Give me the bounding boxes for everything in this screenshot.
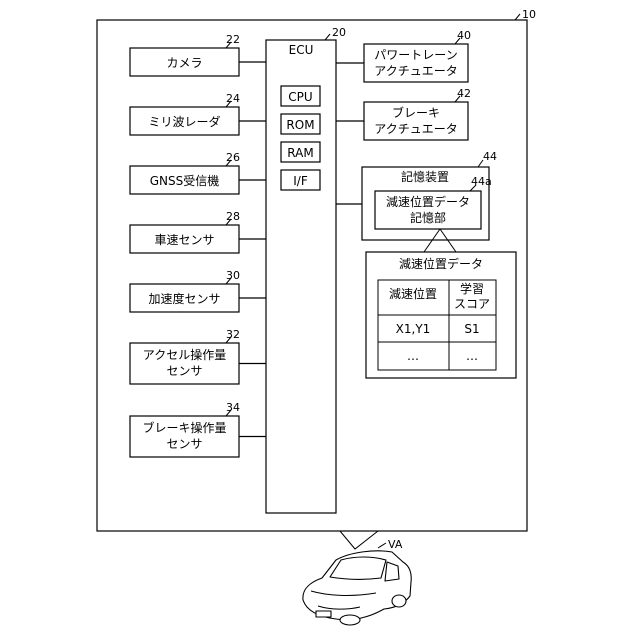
table-header-score-line-1: 学習: [460, 281, 484, 296]
system-ref: 10: [522, 8, 536, 21]
actuator-ref: 42: [457, 87, 471, 100]
actuator-label-line: アクチュエータ: [374, 64, 457, 78]
table-cell-score-2: …: [466, 349, 478, 363]
storage-device-title: 記憶装置: [401, 169, 449, 184]
data-table-title: 減速位置データ: [399, 256, 483, 271]
sensor-label-line: ミリ波レーダ: [148, 114, 220, 129]
actuator-ref: 40: [457, 29, 471, 42]
sensor-ref: 24: [226, 92, 240, 105]
car-license-plate: [316, 611, 331, 617]
sensor-label-line: アクセル操作量: [143, 347, 226, 362]
sensor-label-line: ブレーキ操作量: [142, 420, 226, 435]
sensor-ref: 26: [226, 151, 240, 164]
sensor-ref: 22: [226, 33, 240, 46]
ecu-component-label: I/F: [293, 174, 308, 188]
table-cell-position-1: X1,Y1: [396, 322, 431, 336]
table-header-position: 減速位置: [389, 286, 437, 301]
actuator-label-line: アクチュエータ: [374, 122, 457, 136]
storage-unit-ref: 44a: [471, 175, 492, 188]
ecu-component-label: ROM: [286, 118, 314, 132]
sensor-label-line: センサ: [166, 364, 202, 378]
storage-unit-line-1: 減速位置データ: [386, 194, 470, 209]
sensor-ref: 28: [226, 210, 240, 223]
car-front-wheel: [340, 615, 360, 625]
ecu-ref: 20: [332, 26, 346, 39]
table-cell-score-1: S1: [464, 322, 479, 336]
sensor-label-line: 加速度センサ: [148, 291, 220, 306]
storage-unit-line-2: 記憶部: [410, 210, 446, 225]
actuator-label-line: パワートレーン: [374, 48, 457, 62]
sensor-label-line: GNSS受信機: [150, 173, 220, 188]
vehicle-callout-line: [340, 531, 378, 549]
vehicle-illustration: [303, 551, 411, 625]
actuator-label-line: ブレーキ: [392, 105, 440, 120]
table-header-score-line-2: スコア: [454, 297, 490, 311]
ecu-label: ECU: [289, 43, 314, 57]
sensor-ref: 32: [226, 328, 240, 341]
ecu-block: [266, 40, 336, 513]
ecu-component-label: RAM: [287, 146, 313, 160]
sensor-ref: 34: [226, 401, 240, 414]
vehicle-leader-line: [378, 543, 386, 548]
sensor-label-line: センサ: [166, 437, 202, 451]
sensor-label-line: 車速センサ: [154, 233, 214, 247]
vehicle-ref: VA: [388, 538, 403, 551]
system-leader-line: [515, 14, 520, 20]
storage-ref: 44: [483, 150, 497, 163]
sensor-ref: 30: [226, 269, 240, 282]
ecu-component-label: CPU: [288, 90, 312, 104]
sensor-label-line: カメラ: [166, 56, 202, 70]
table-cell-position-2: …: [407, 349, 419, 363]
car-rear-wheel: [392, 595, 406, 607]
